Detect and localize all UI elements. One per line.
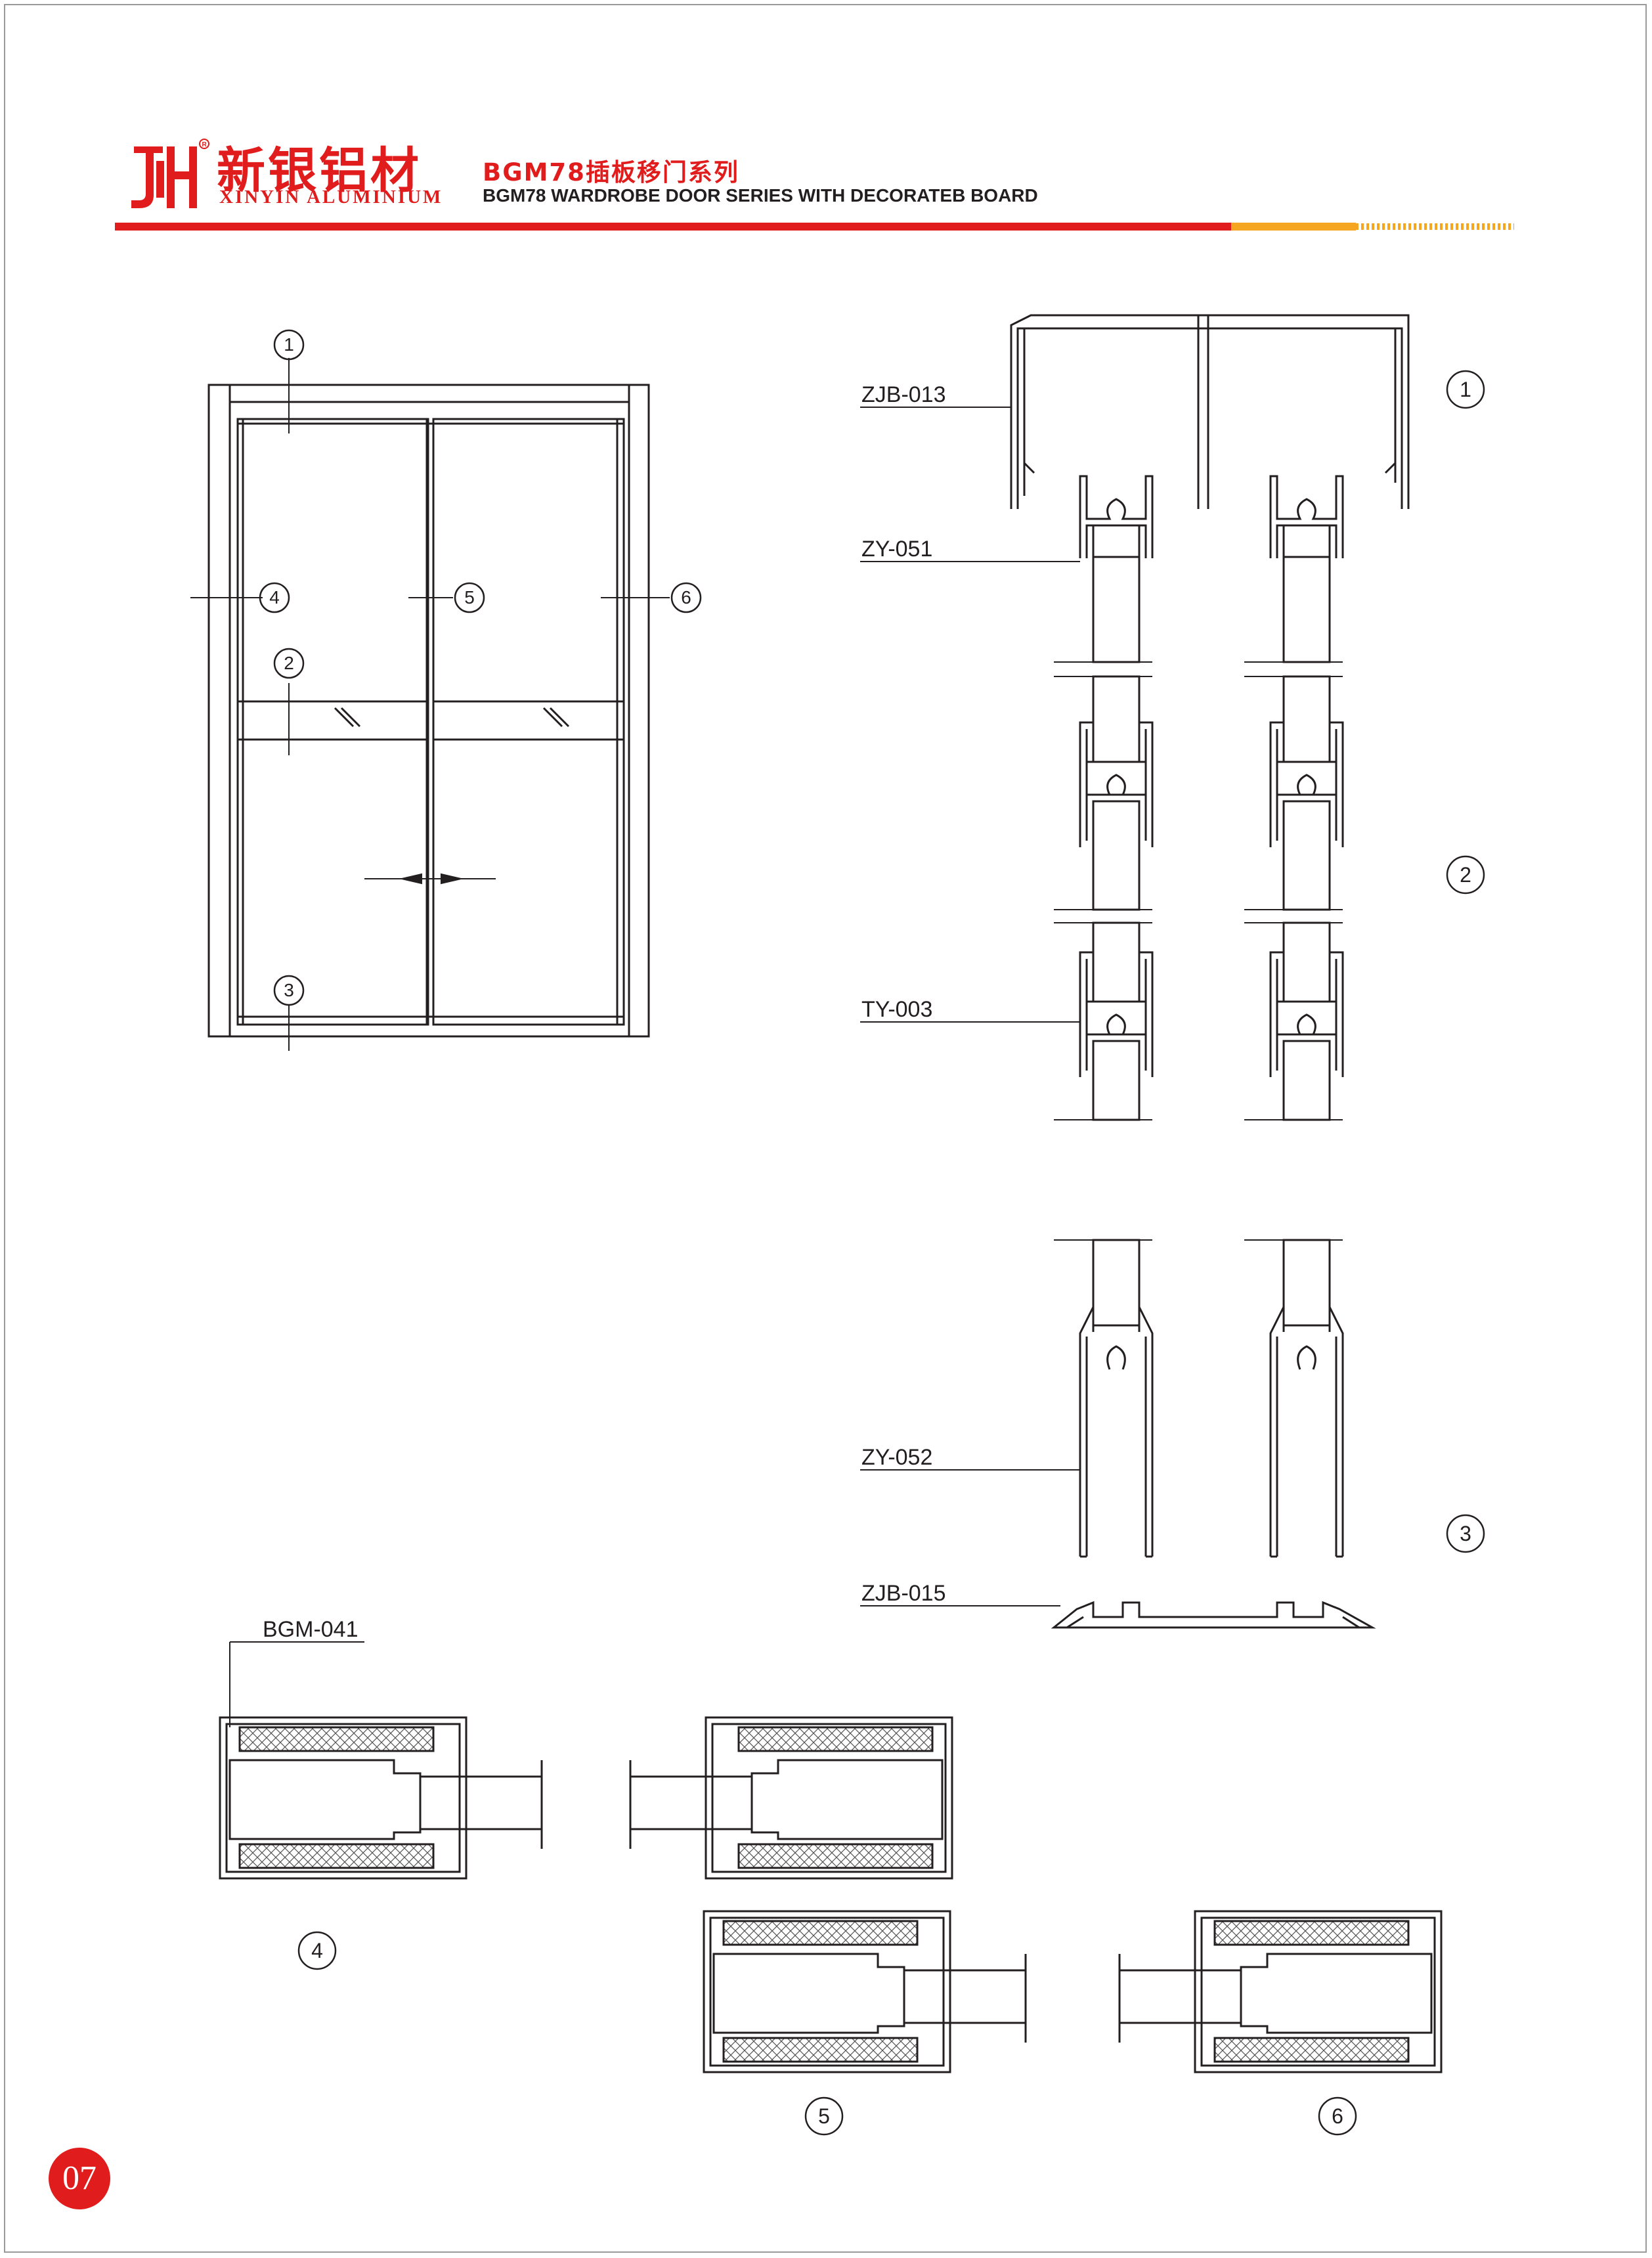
brand-name-zh: 新银铝材 [217,143,422,199]
series-title-zh: BGM78插板移门系列 [483,158,739,187]
horizontal-sections [219,1641,1443,2136]
page-number-badge: 07 [49,2148,110,2209]
elevation-marker-labels: 1 2 3 4 5 6 [269,334,691,1000]
vertical-section-labels: ZJB-013 ZY-051 TY-003 ZY-052 ZJB-015 1 2… [861,378,1471,1606]
transom-left [1079,921,1154,1121]
door-frame [207,384,650,1038]
right-markers [1446,370,1485,1553]
leader-lines [190,358,670,1051]
vertical-sections [860,314,1485,1629]
mid-rail-upper-left [1079,675,1154,911]
marker-5: 5 [464,587,475,608]
elevation-markers [259,329,702,1006]
label-zjb-015: ZJB-015 [861,1581,946,1606]
section-4-left-stile [219,1716,543,1880]
door-elevation [190,329,702,1051]
label-zjb-013: ZJB-013 [861,382,946,407]
right-marker-2: 2 [1460,863,1471,887]
label-bgm-041: BGM-041 [263,1617,359,1642]
transom-right [1269,921,1344,1121]
marker-4: 4 [269,587,280,608]
marker-6: 6 [681,587,691,608]
brand-name-en: XINYIN ALUMINIUM [219,187,443,208]
right-marker-3: 3 [1460,1522,1471,1545]
label-zy-052: ZY-052 [861,1445,932,1470]
section-4-right-stile [629,1716,953,1880]
label-ty-003: TY-003 [861,997,932,1022]
section-5-profile [703,1910,1027,2073]
series-title-en: BGM78 WARDROBE DOOR SERIES WITH DECORATE… [483,185,1038,206]
right-marker-1: 1 [1460,378,1471,401]
mid-rail-upper-right [1269,675,1344,911]
marker-3: 3 [284,980,294,1000]
header-rule [115,223,1514,231]
marker-1: 1 [284,334,294,355]
bottom-marker-5: 5 [818,2104,830,2128]
bgm-041-leader [229,1641,364,1727]
bottom-marker-4: 4 [311,1939,323,1962]
top-track-profile [1010,314,1410,509]
horizontal-section-labels: BGM-041 4 5 6 [263,1617,1343,2128]
marker-2: 2 [284,653,294,673]
bottom-rail-right [1269,1239,1344,1558]
xinyin-logo-icon: R [131,139,209,208]
bottom-marker-6: 6 [1332,2104,1343,2128]
svg-text:R: R [202,141,207,148]
top-rail-right [1269,475,1344,663]
page-border [4,4,1647,2253]
section-6-profile [1118,1910,1443,2073]
bottom-markers [297,1931,1357,2136]
bottom-rail-left [1079,1239,1154,1558]
bottom-track-profile [1051,1601,1376,1629]
label-zy-051: ZY-051 [861,537,932,562]
profile-leaders [860,407,1080,1606]
